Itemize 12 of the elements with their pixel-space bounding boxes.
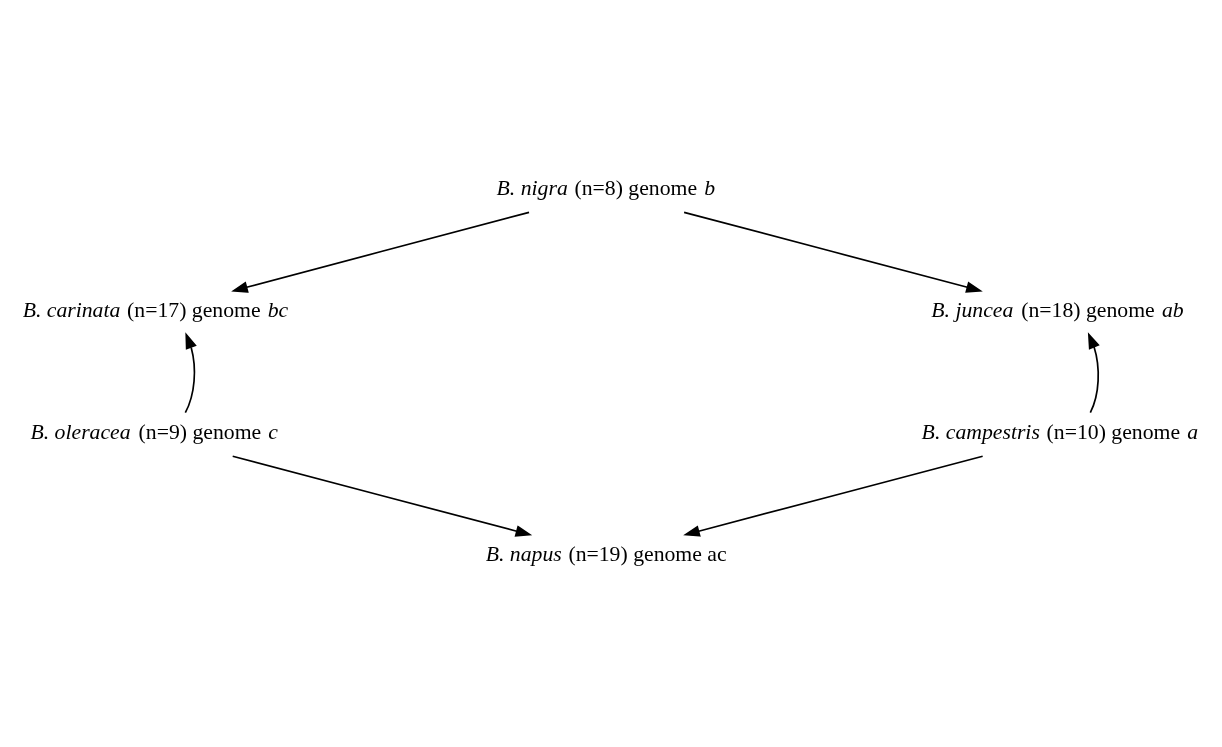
node-text: B. carinata (n=17) genome bc	[22, 297, 289, 322]
node-text: B. juncea (n=18) genome ab	[931, 297, 1184, 322]
arrow	[231, 211, 530, 293]
node-text: B. napus (n=19) genome ac	[485, 541, 727, 566]
arrow	[231, 455, 533, 537]
arrow	[683, 211, 983, 293]
arrow	[683, 455, 984, 537]
arrow	[1087, 332, 1100, 414]
node-text: B. nigra (n=8) genome b	[496, 175, 716, 200]
node-text: B. oleracea (n=9) genome c	[30, 419, 279, 444]
arrow	[184, 332, 197, 414]
node-text: B. campestris (n=10) genome a	[921, 419, 1199, 444]
